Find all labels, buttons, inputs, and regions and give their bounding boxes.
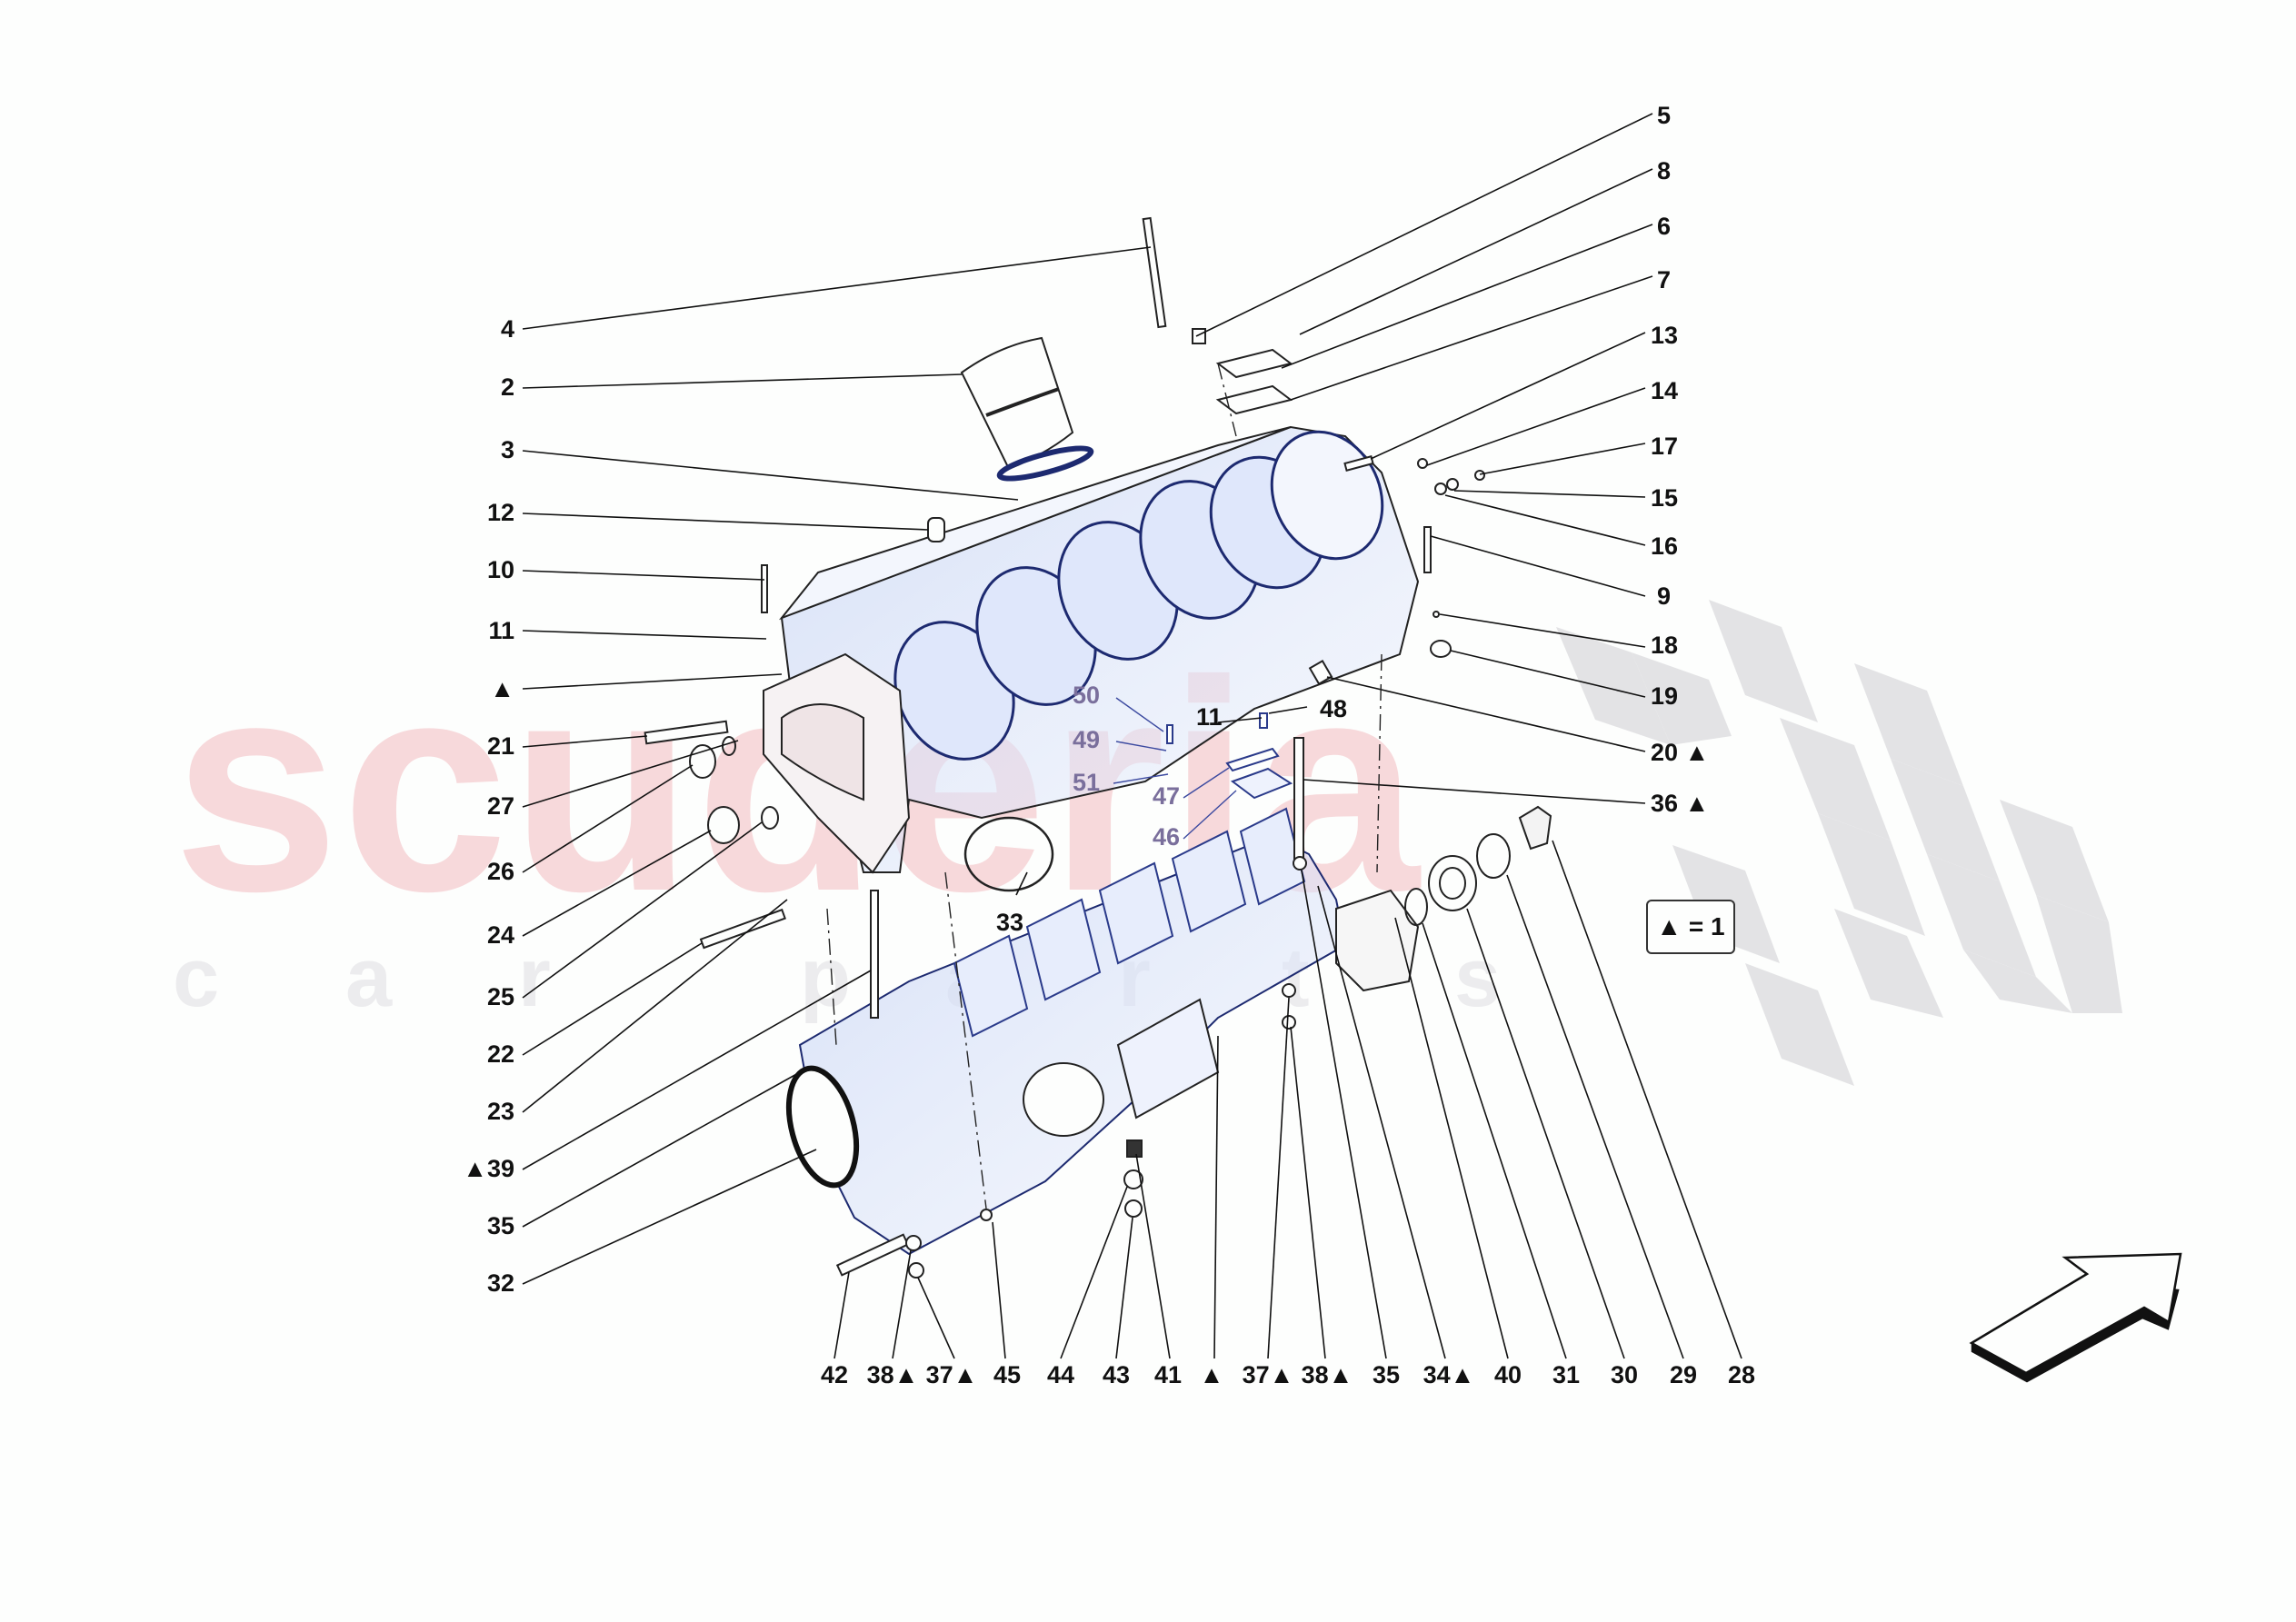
callout-label: 27 <box>486 792 514 820</box>
oil-jet-parts <box>1166 712 1293 800</box>
callout-label: 8 <box>1657 157 1672 184</box>
watermark-letter-c: c <box>173 931 220 1024</box>
callout-label: 45 <box>993 1361 1022 1388</box>
callout-label: 10 <box>486 556 514 583</box>
leader-lines <box>522 113 1742 1359</box>
callout-label: 15 <box>1651 484 1679 512</box>
callout-label: 31 <box>1552 1361 1581 1388</box>
callout-label: 44 <box>1046 1361 1075 1388</box>
callout-label: 43 <box>1102 1361 1131 1388</box>
bearing-assembly <box>1404 805 1552 926</box>
callout-label: 21 <box>486 732 514 760</box>
bottom-fasteners <box>905 856 1307 1279</box>
callout-label: 17 <box>1651 433 1679 460</box>
watermark-letter-s: s <box>1454 931 1502 1024</box>
callout-label: 35 <box>1372 1361 1401 1388</box>
callout-label: 7 <box>1657 266 1672 294</box>
callout-label: 48 <box>1320 695 1348 722</box>
callout-label: 11 <box>1196 703 1223 731</box>
quantity-legend: ▲ = 1 <box>1646 900 1735 954</box>
callout-label: 41 <box>1153 1361 1183 1388</box>
callout-label: 25 <box>486 983 514 1010</box>
callout-label: 12 <box>486 499 514 526</box>
callout-label: 38▲ <box>866 1361 919 1388</box>
cover-plate <box>1215 348 1293 415</box>
callout-label: 30 <box>1610 1361 1639 1388</box>
callout-label: 34▲ <box>1423 1361 1475 1388</box>
callout-label: 18 <box>1651 632 1679 659</box>
callout-label: 46 <box>1153 823 1181 851</box>
callout-label: 33 <box>996 909 1024 936</box>
callout-label: 42 <box>820 1361 849 1388</box>
callout-label: 11 <box>488 617 514 644</box>
assembly-axes <box>826 363 1383 1209</box>
callout-label: ▲ <box>1199 1361 1224 1388</box>
callout-label: 4 <box>500 315 514 343</box>
callout-label: 50 <box>1073 682 1101 709</box>
callout-label: 26 <box>486 858 514 885</box>
callout-label: 40 <box>1493 1361 1522 1388</box>
front-timing-cover <box>763 652 911 874</box>
callout-label: 28 <box>1727 1361 1756 1388</box>
front-direction-arrow <box>1969 1252 2182 1383</box>
cylinder-liner <box>960 336 1094 482</box>
callout-label: 5 <box>1657 102 1672 129</box>
callout-label: 9 <box>1657 582 1672 610</box>
callout-label: 37▲ <box>925 1361 978 1388</box>
watermark-letter-a: a <box>345 931 393 1024</box>
callout-label: 36 ▲ <box>1651 790 1710 817</box>
callout-label: 20 ▲ <box>1651 739 1710 766</box>
callout-label: 16 <box>1651 532 1679 560</box>
rear-housing <box>1335 889 1420 992</box>
callout-label: 38▲ <box>1301 1361 1353 1388</box>
watermark-letter-r: r <box>518 931 551 1024</box>
callout-label: 35 <box>486 1212 514 1239</box>
callout-label: 29 <box>1669 1361 1698 1388</box>
callout-label: ▲39 <box>463 1155 514 1182</box>
callout-label: ▲ <box>490 675 514 702</box>
callout-label: 47 <box>1153 782 1181 810</box>
callout-label: 14 <box>1651 377 1679 404</box>
callout-label: 13 <box>1651 322 1679 349</box>
callout-label: 19 <box>1651 682 1679 710</box>
callout-label: 2 <box>500 373 514 401</box>
callout-label: 51 <box>1073 769 1101 796</box>
callout-label: 37▲ <box>1242 1361 1294 1388</box>
callout-label: 22 <box>486 1040 514 1068</box>
callout-label: 3 <box>500 436 514 463</box>
cylinder-bores <box>893 430 1384 761</box>
callout-label: 24 <box>486 921 514 949</box>
rear-oil-seal <box>785 1065 860 1189</box>
callout-label: 32 <box>486 1269 514 1297</box>
lower-crankcase <box>798 807 1347 1256</box>
callout-label: 6 <box>1657 213 1672 240</box>
long-stud <box>1142 216 1206 344</box>
purple-leader-lines <box>1113 697 1237 840</box>
callout-label: 49 <box>1073 726 1101 753</box>
callout-label: 23 <box>486 1098 514 1125</box>
small-fittings <box>1308 455 1485 686</box>
